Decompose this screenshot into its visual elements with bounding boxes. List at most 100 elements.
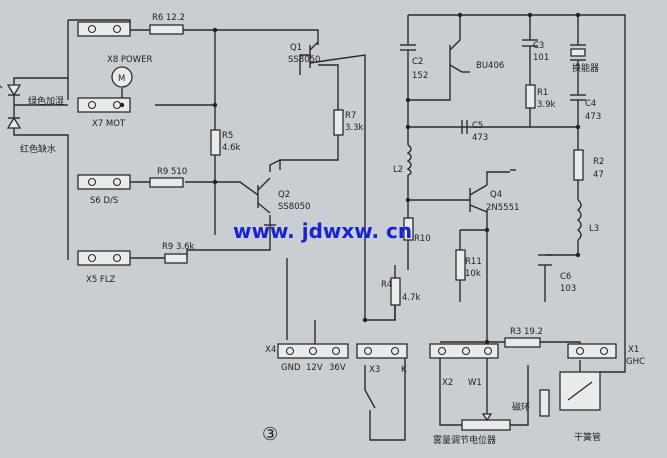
inductor-l2	[406, 144, 412, 176]
inductors	[406, 144, 582, 241]
transistor-q2	[257, 177, 271, 214]
resistor-r9b	[164, 253, 188, 264]
label-12v: 12V	[306, 363, 323, 373]
motor-symbol	[111, 66, 133, 88]
reed-switch	[559, 371, 601, 411]
transistor-bu406	[449, 39, 470, 73]
wires	[67, 14, 626, 441]
label-x1-type: GHC	[626, 357, 645, 367]
label-k: K	[401, 365, 407, 375]
connector-x4	[277, 343, 349, 359]
resistor-r10	[403, 217, 414, 241]
label-q2-name: Q2	[278, 190, 290, 200]
capacitor-c4	[570, 94, 586, 120]
label-r3: R3 19.2	[510, 327, 543, 337]
label-s6: S6 D/S	[90, 196, 118, 206]
capacitor-c2	[400, 44, 416, 60]
resistor-r1	[525, 84, 536, 109]
label-x8: X8 POWER	[107, 55, 153, 65]
label-figure-number: ③	[262, 424, 278, 445]
capacitor-c5	[461, 120, 468, 134]
label-l2: L2	[393, 165, 403, 175]
resistors	[149, 24, 584, 348]
label-c5-value: 473	[472, 133, 488, 143]
led-red	[6, 116, 22, 129]
label-x5: X5 FLZ	[86, 275, 116, 285]
label-r6: R6 12.2	[152, 13, 185, 23]
label-r5-value: 4.6k	[222, 143, 241, 153]
label-l3: L3	[589, 224, 599, 234]
resistor-r3	[504, 337, 541, 348]
capacitor-c3	[522, 39, 538, 62]
connector-x5	[77, 250, 131, 266]
label-r4-name: R4	[381, 280, 392, 290]
ground-symbols	[264, 169, 516, 226]
label-r11-name: R11	[465, 257, 482, 267]
resistor-r4	[390, 277, 401, 306]
label-c4-value: 473	[585, 112, 601, 122]
label-r5-name: R5	[222, 131, 233, 141]
label-reed: 干簧管	[574, 431, 601, 443]
label-r1-value: 3.9k	[537, 100, 556, 110]
transistors	[257, 39, 488, 214]
label-r1-name: R1	[537, 88, 548, 98]
label-red-water-shortage: 红色缺水	[20, 143, 56, 155]
resistor-r9a	[149, 177, 184, 188]
watermark: www. jdwxw. cn	[233, 219, 412, 243]
transistor-q1	[309, 41, 331, 68]
connectors	[77, 21, 617, 359]
label-r9a: R9 510	[157, 167, 187, 177]
label-x4: X4	[265, 345, 276, 355]
label-c3-name: C3	[533, 41, 544, 51]
inductor-l3	[576, 199, 582, 241]
label-bu406: BU406	[476, 61, 504, 71]
label-r11-value: 10k	[465, 269, 481, 279]
label-magnet: 磁环	[512, 401, 530, 413]
label-c4-name: C4	[585, 99, 596, 109]
label-q4-name: Q4	[490, 190, 502, 200]
label-c6-value: 103	[560, 284, 576, 294]
label-36v: 36V	[329, 363, 346, 373]
label-r2-value: 47	[593, 170, 604, 180]
label-q2-type: SS8050	[278, 202, 310, 212]
label-green-humidify: 绿色加湿	[28, 95, 64, 107]
resistor-r5	[210, 129, 221, 156]
label-x3: X3	[369, 365, 380, 375]
transistor-q4	[469, 184, 488, 213]
label-q1-type: SS8050	[288, 55, 320, 65]
label-gnd: GND	[281, 363, 301, 373]
resistor-r11	[455, 249, 466, 281]
junctions	[119, 12, 581, 345]
label-x7: X7 MOT	[92, 119, 126, 129]
label-c2-name: C2	[412, 57, 423, 67]
label-r7-value: 3.3k	[345, 123, 364, 133]
label-motor: M	[118, 74, 125, 84]
label-x2: X2	[442, 378, 453, 388]
connector-x1	[567, 343, 617, 359]
misc-components	[0, 66, 601, 431]
resistor-r7	[333, 109, 344, 136]
label-r9b: R9 3.6k	[162, 242, 195, 252]
label-c3-value: 101	[533, 53, 549, 63]
label-c5-name: C5	[472, 121, 483, 131]
potentiometer-w1	[461, 413, 511, 431]
connector-s6	[77, 174, 131, 190]
label-c6-name: C6	[560, 272, 571, 282]
label-c2-value: 152	[412, 71, 428, 81]
label-w1: W1	[468, 378, 482, 388]
resistor-r6	[149, 24, 184, 35]
magnetic-ring	[539, 389, 550, 417]
label-x1-name: X1	[628, 345, 639, 355]
connector-x2	[429, 343, 499, 359]
transducer	[570, 44, 586, 75]
capacitor-c6	[538, 254, 552, 266]
label-q1-name: Q1	[290, 43, 302, 53]
switch-k	[364, 389, 376, 420]
label-r7-name: R7	[345, 111, 356, 121]
label-pot: 雾量调节电位器	[433, 434, 496, 446]
resistor-r2	[573, 149, 584, 181]
led-green	[0, 84, 22, 97]
capacitors	[400, 39, 586, 266]
